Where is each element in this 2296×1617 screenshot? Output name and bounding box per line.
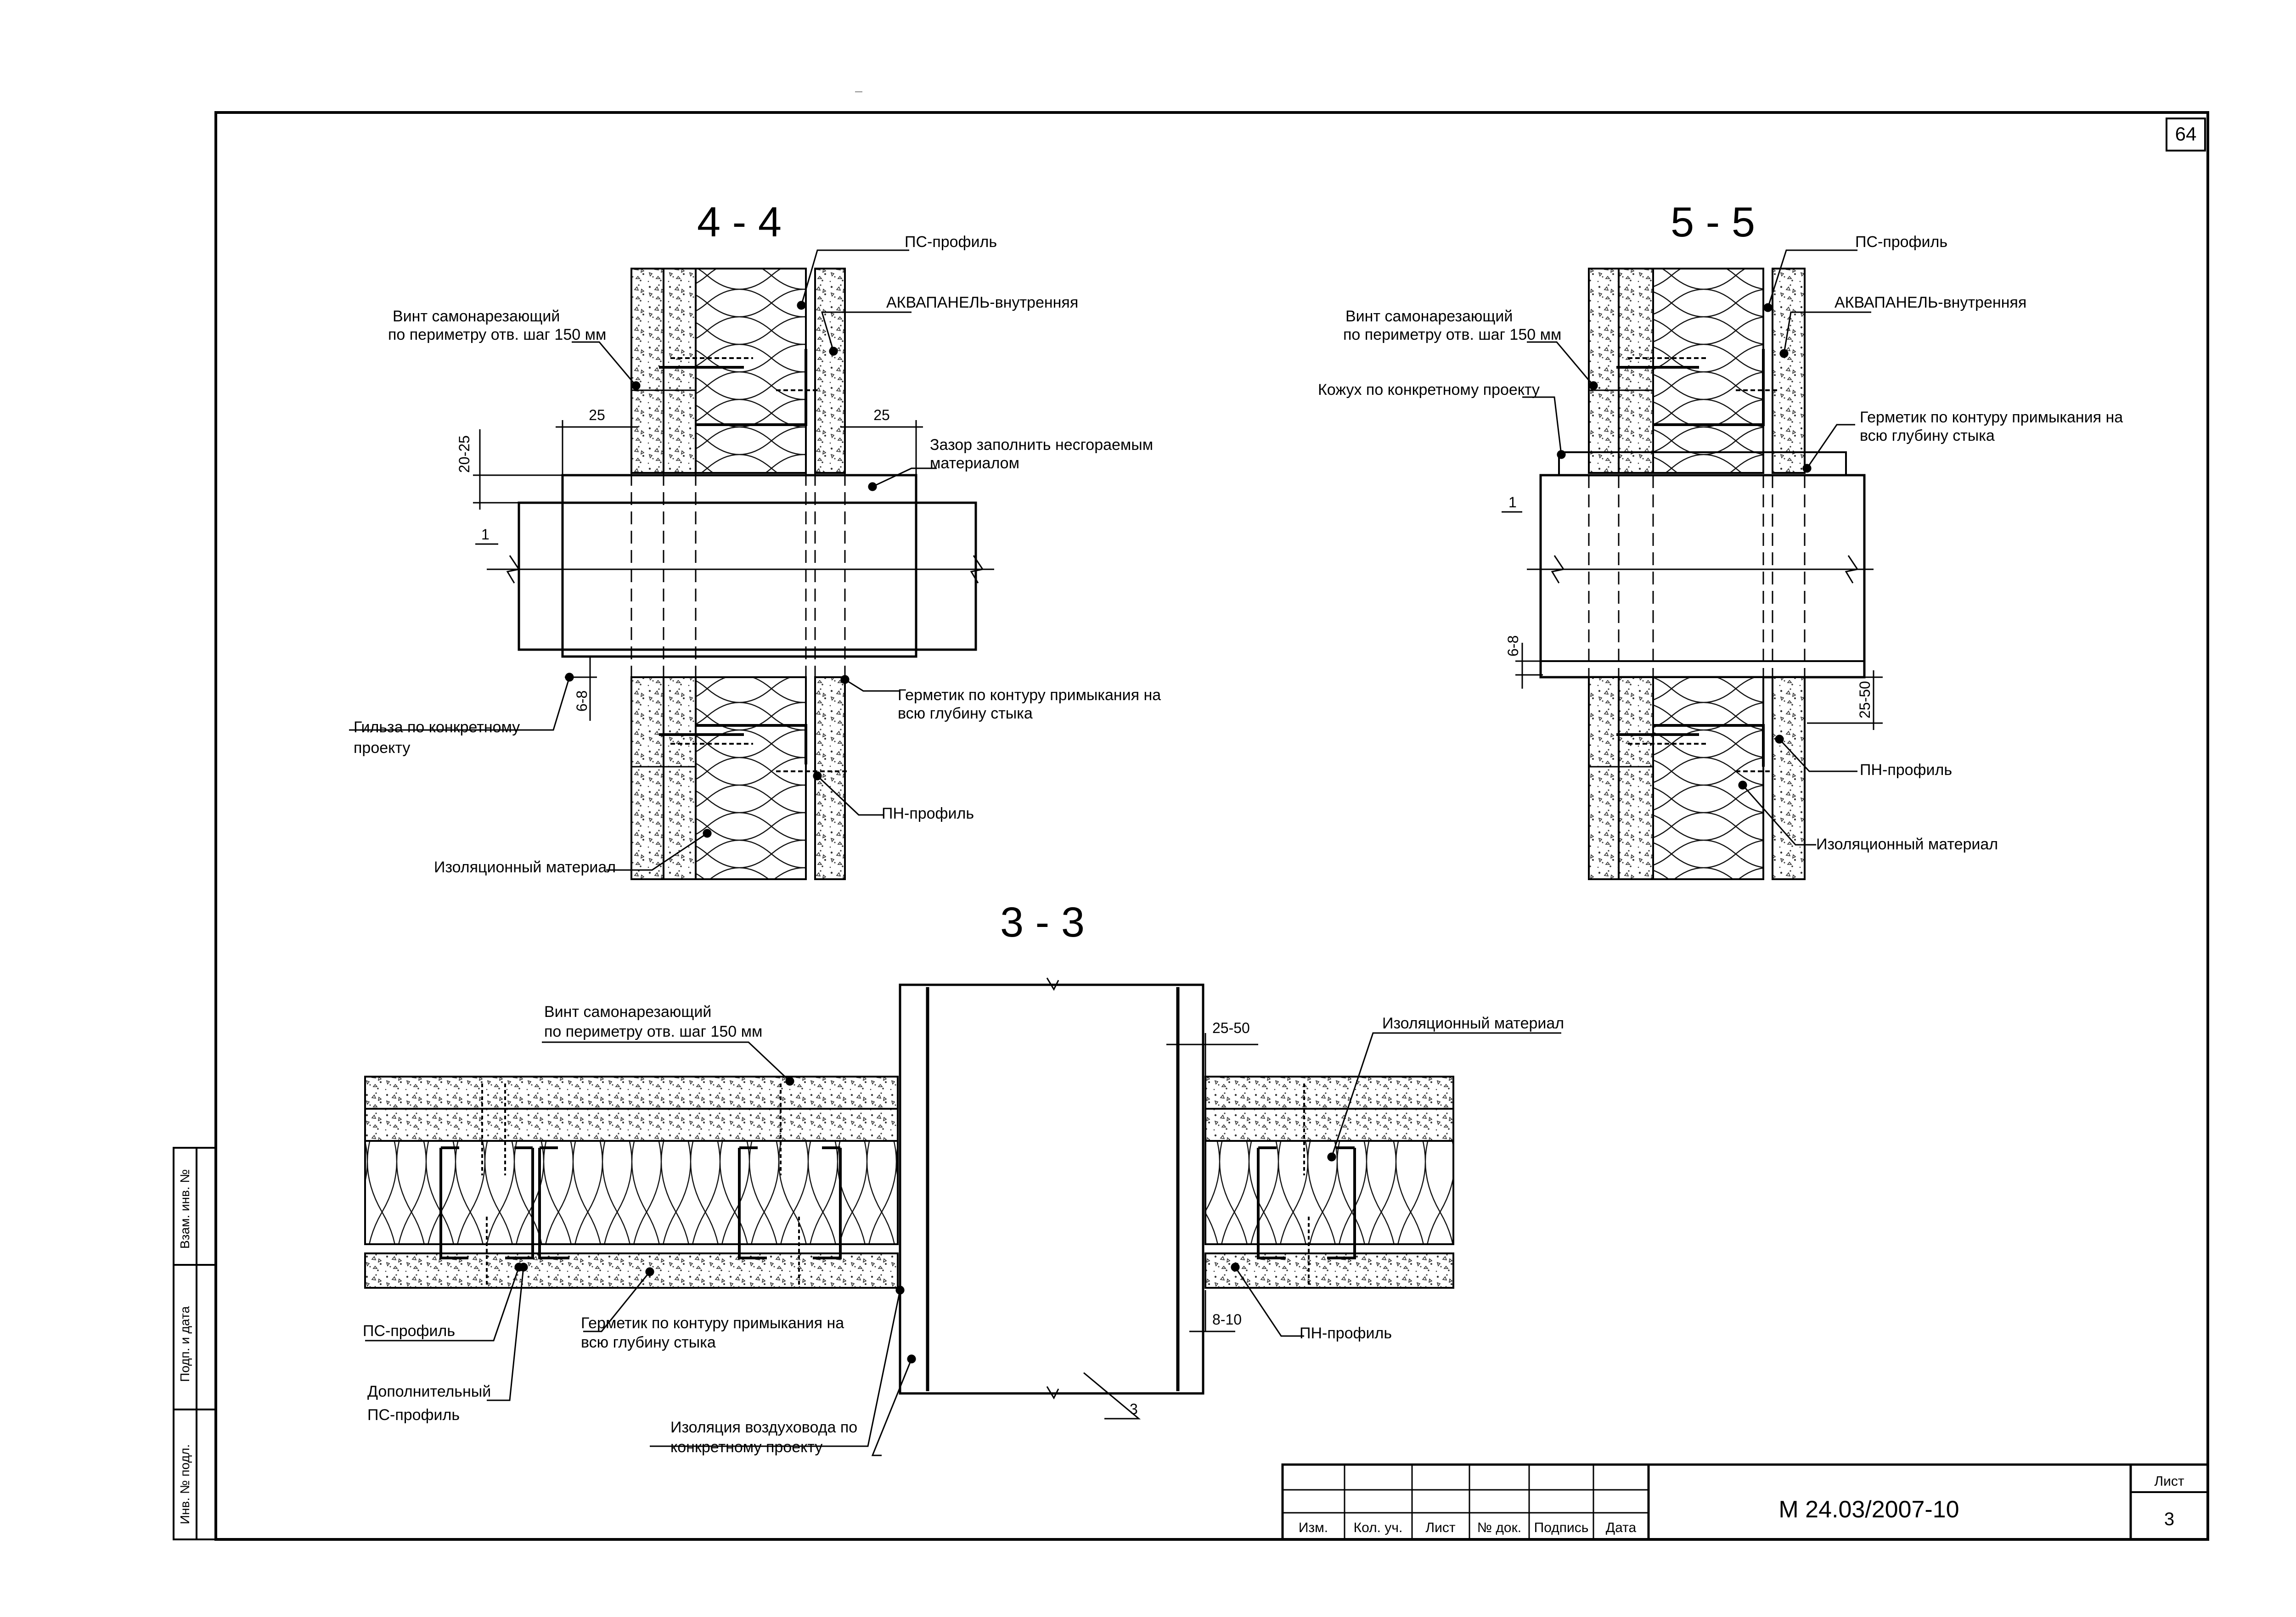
s55-screw-2: по периметру отв. шаг 150 мм <box>1343 326 1561 343</box>
sheet-frame <box>214 111 2209 1541</box>
s55-sealant-2: всю глубину стыка <box>1860 427 1995 444</box>
s33-pn-profile: ПН-профиль <box>1300 1325 1392 1342</box>
s44-gap-2: материалом <box>930 455 1019 472</box>
pos-1-s55: 1 <box>1508 494 1517 511</box>
doc-code: М 24.03/2007-10 <box>1778 1496 1959 1523</box>
s33-dim-8-10: 8-10 <box>1212 1311 1242 1328</box>
s33-extra-ps-2: ПС-профиль <box>367 1406 460 1424</box>
s33-extra-ps-1: Дополнительный <box>367 1383 491 1400</box>
s55-sealant-1: Герметик по контуру примыкания на <box>1860 409 2123 426</box>
s44-screw-1: Винт самонарезающий <box>393 308 560 325</box>
section-3-3-title: 3 - 3 <box>1000 899 1085 946</box>
s33-duct-ins-2: конкретному проекту <box>670 1438 822 1456</box>
dim-20-25: 20-25 <box>456 435 473 473</box>
s44-sealant-1: Герметик по контуру примыкания на <box>898 686 1161 704</box>
title-block: Изм. Кол. уч. Лист № док. Подпись Дата М… <box>1281 1463 2209 1541</box>
s55-dim-6-8: 6-8 <box>1505 635 1521 657</box>
tb-col-date: Дата <box>1606 1520 1637 1535</box>
section-5-5: 5 - 5 <box>1318 199 2123 880</box>
s44-sleeve-1: Гильза по конкретному <box>354 719 520 736</box>
section-4-4-title: 4 - 4 <box>697 199 782 246</box>
s44-ps-profile: ПС-профиль <box>905 233 997 251</box>
tb-col-kol: Кол. уч. <box>1354 1520 1403 1535</box>
tb-col-sign: Подпись <box>1534 1520 1589 1535</box>
tb-col-list: Лист <box>1425 1520 1455 1535</box>
s55-insulation: Изоляционный материал <box>1816 836 1998 853</box>
s44-sealant-2: всю глубину стыка <box>898 705 1033 722</box>
s44-aquapanel: АКВАПАНЕЛЬ-внутренняя <box>886 294 1078 311</box>
s33-screw-2: по периметру отв. шаг 150 мм <box>544 1023 762 1040</box>
s33-screw-1: Винт самонарезающий <box>544 1003 711 1021</box>
dim-25-left: 25 <box>589 407 605 423</box>
s44-sleeve-2: проекту <box>354 739 410 757</box>
section-4-4: 4 - 4 <box>349 199 1161 880</box>
s44-insulation: Изоляционный материал <box>434 859 616 876</box>
sheet-corner-number: 64 <box>2175 123 2197 145</box>
s55-pn-profile: ПН-профиль <box>1860 761 1952 779</box>
tb-col-izm: Изм. <box>1299 1520 1328 1535</box>
s55-ps-profile: ПС-профиль <box>1855 233 1947 251</box>
s44-screw-2: по периметру отв. шаг 150 мм <box>388 326 606 343</box>
pos-3-s33: 3 <box>1130 1401 1138 1417</box>
s33-dim-25-50: 25-50 <box>1212 1020 1250 1036</box>
pos-1-s44: 1 <box>481 526 490 543</box>
dim-6-8: 6-8 <box>574 691 590 712</box>
s33-insulation: Изоляционный материал <box>1382 1015 1564 1032</box>
section-5-5-title: 5 - 5 <box>1671 199 1755 246</box>
s33-sealant-2: всю глубину стыка <box>581 1334 716 1351</box>
tb-col-doc: № док. <box>1477 1520 1521 1535</box>
s33-ps-profile: ПС-профиль <box>363 1322 455 1340</box>
s55-aquapanel: АКВАПАНЕЛЬ-внутренняя <box>1835 294 2026 311</box>
sheet-corner-box <box>2166 118 2206 152</box>
section-3-3: 3 - 3 <box>363 899 1564 1456</box>
stamp-vzam: Взам. инв. № <box>178 1169 192 1249</box>
dim-25-right: 25 <box>873 407 890 423</box>
side-stamp: Взам. инв. № Подп. и дата Инв. № подл. <box>173 1147 217 1540</box>
stamp-podp: Подп. и дата <box>178 1306 192 1382</box>
sheet-number: 3 <box>2164 1509 2174 1529</box>
s55-dim-25-50: 25-50 <box>1857 681 1873 719</box>
stamp-inv: Инв. № подл. <box>178 1444 192 1524</box>
s33-duct-ins-1: Изоляция воздуховода по <box>670 1419 857 1436</box>
s44-gap-1: Зазор заполнить несгораемым <box>930 436 1153 454</box>
s55-casing: Кожух по конкретному проекту <box>1318 381 1540 399</box>
s33-sealant-1: Герметик по контуру примыкания на <box>581 1314 844 1332</box>
s55-screw-1: Винт самонарезающий <box>1345 308 1513 325</box>
sheet-label: Лист <box>2154 1474 2184 1489</box>
s44-pn-profile: ПН-профиль <box>882 805 974 822</box>
